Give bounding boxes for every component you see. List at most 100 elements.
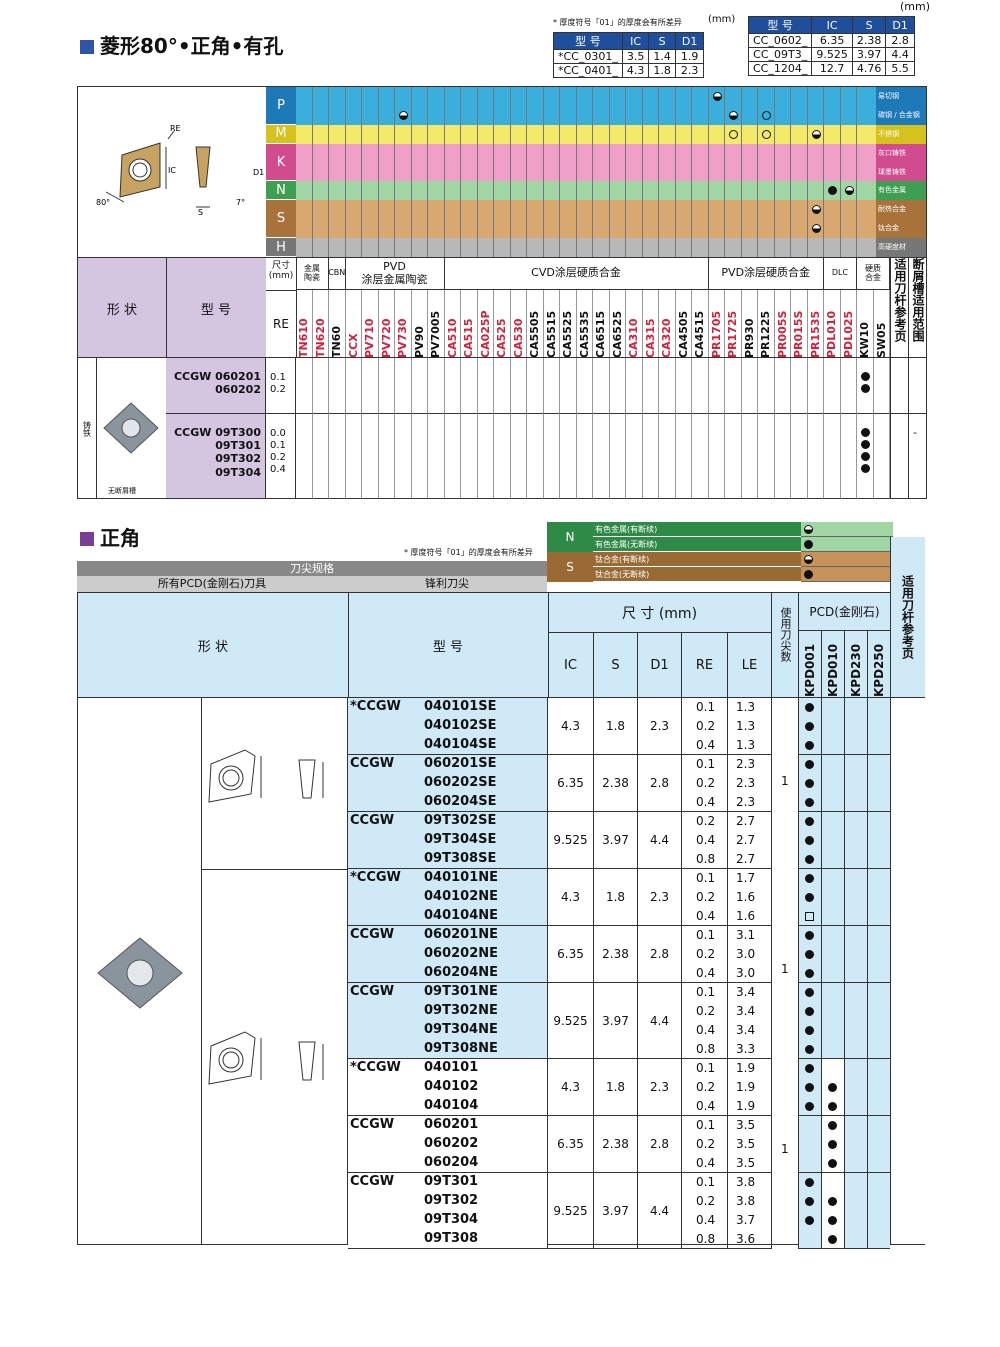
grid-cell (709, 124, 725, 144)
pcd-group-header: PCD(金刚石) (798, 593, 890, 631)
grid-cell (544, 162, 560, 182)
grade-cell (708, 358, 725, 414)
pcd-cell (867, 1173, 890, 1249)
grid-cell (329, 219, 346, 239)
grid-cell (494, 143, 511, 163)
grid-cell (511, 87, 527, 106)
dim-list-value: 0.2 (696, 814, 716, 828)
grid-cell (412, 200, 428, 220)
iso-letter: N (266, 181, 296, 201)
grid-cell (296, 238, 313, 257)
dim-list-value: 0.4 (696, 1156, 716, 1170)
grid-cell (577, 87, 593, 106)
dim-list-value: 1.3 (736, 738, 756, 752)
half-circle-icon (844, 186, 854, 196)
dim-cell: 1.9 (674, 49, 705, 64)
grid-cell (775, 87, 791, 106)
model-prefix: *CCGW (350, 1060, 401, 1075)
grid-cell (296, 87, 313, 106)
grid-cell (478, 143, 494, 163)
grid-cell (742, 143, 758, 163)
pcd-grade-col: KPD230 (844, 631, 867, 697)
grade-cell (857, 414, 874, 499)
grid-cell (544, 181, 560, 201)
extra-cells (866, 105, 876, 126)
grade-cell (560, 358, 577, 414)
grid-cell (610, 238, 626, 257)
grid-cell (775, 124, 791, 144)
grade-col: PDL010 (824, 290, 841, 358)
iso-row (296, 238, 890, 258)
use-edges-cell (772, 1059, 798, 1116)
grid-cell (527, 200, 544, 220)
dim-cell: CC_0602_ (747, 33, 813, 48)
model-code: 060201SE (424, 756, 497, 771)
grid-cell (824, 162, 841, 182)
pcd-cell (844, 1173, 867, 1249)
material-desc: 不锈钢 (876, 124, 926, 144)
grid-cell (643, 181, 659, 201)
dim-col-header: LE (728, 633, 772, 697)
sharp-edge: 锋利刀尖 (347, 576, 547, 592)
grid-cell (775, 162, 791, 182)
dim-value: 2.3 (638, 869, 682, 926)
extra-cells (866, 124, 876, 145)
dim-cell: *CC_0401_ (553, 63, 623, 78)
grid-cell (478, 87, 494, 106)
grade-col: TN610 (296, 290, 313, 358)
grade-cell (428, 414, 445, 499)
grade-name: PR005S (775, 310, 789, 358)
re-value: 0.1 (270, 440, 286, 451)
grid-cell (544, 200, 560, 220)
material-row-desc: 有色金属(无断续) (593, 537, 801, 552)
grid-cell (791, 200, 808, 220)
grid-cell (626, 219, 643, 239)
model-code: 040102NE (424, 889, 499, 904)
filled-circle-icon (861, 372, 870, 381)
grade-cell (543, 414, 560, 499)
grade-cell (659, 358, 676, 414)
no-breaker-label: 无断屑槽 (108, 487, 136, 495)
model-prefix: CCGW (350, 813, 395, 828)
grade-name: PV7005 (429, 310, 443, 358)
grid-cell (461, 181, 478, 201)
grade-cell (593, 414, 610, 499)
dim-list-value: 2.3 (736, 776, 756, 790)
iso-row (296, 181, 890, 202)
size-header: 尺寸 (mm) (266, 258, 297, 291)
re-value: 0.2 (270, 452, 286, 463)
grid-cell (577, 105, 593, 125)
model-code: 040101 (424, 1060, 479, 1075)
pcd-cell (844, 1116, 867, 1173)
model-code: 09T308 (424, 1231, 479, 1246)
title-square-icon (80, 532, 94, 546)
grid-cell (560, 87, 577, 106)
extra-cells (866, 143, 876, 164)
grade-cell (444, 414, 461, 499)
dim-list-value: 3.0 (736, 947, 756, 961)
dim-list-value: 3.8 (736, 1194, 756, 1208)
pcd-cell (844, 1059, 867, 1116)
grade-cell (296, 414, 313, 499)
grid-cell (824, 219, 841, 239)
grid-cell (379, 87, 395, 106)
dim-value: 4.4 (638, 812, 682, 869)
re-label: RE (170, 124, 181, 133)
dim-value: 2.38 (594, 926, 638, 983)
grid-cell (362, 87, 379, 106)
filled-circle-icon (805, 741, 814, 750)
use-edges-header: 使用刀尖数 (779, 607, 792, 662)
grade-name: CA5505 (528, 310, 542, 358)
dims-header: 尺 寸 (mm) (548, 593, 772, 633)
angle7-label: 7° (236, 198, 245, 207)
grade-cell (345, 414, 362, 499)
filled-circle-icon (861, 384, 870, 393)
insert-photo-icon (103, 402, 159, 454)
